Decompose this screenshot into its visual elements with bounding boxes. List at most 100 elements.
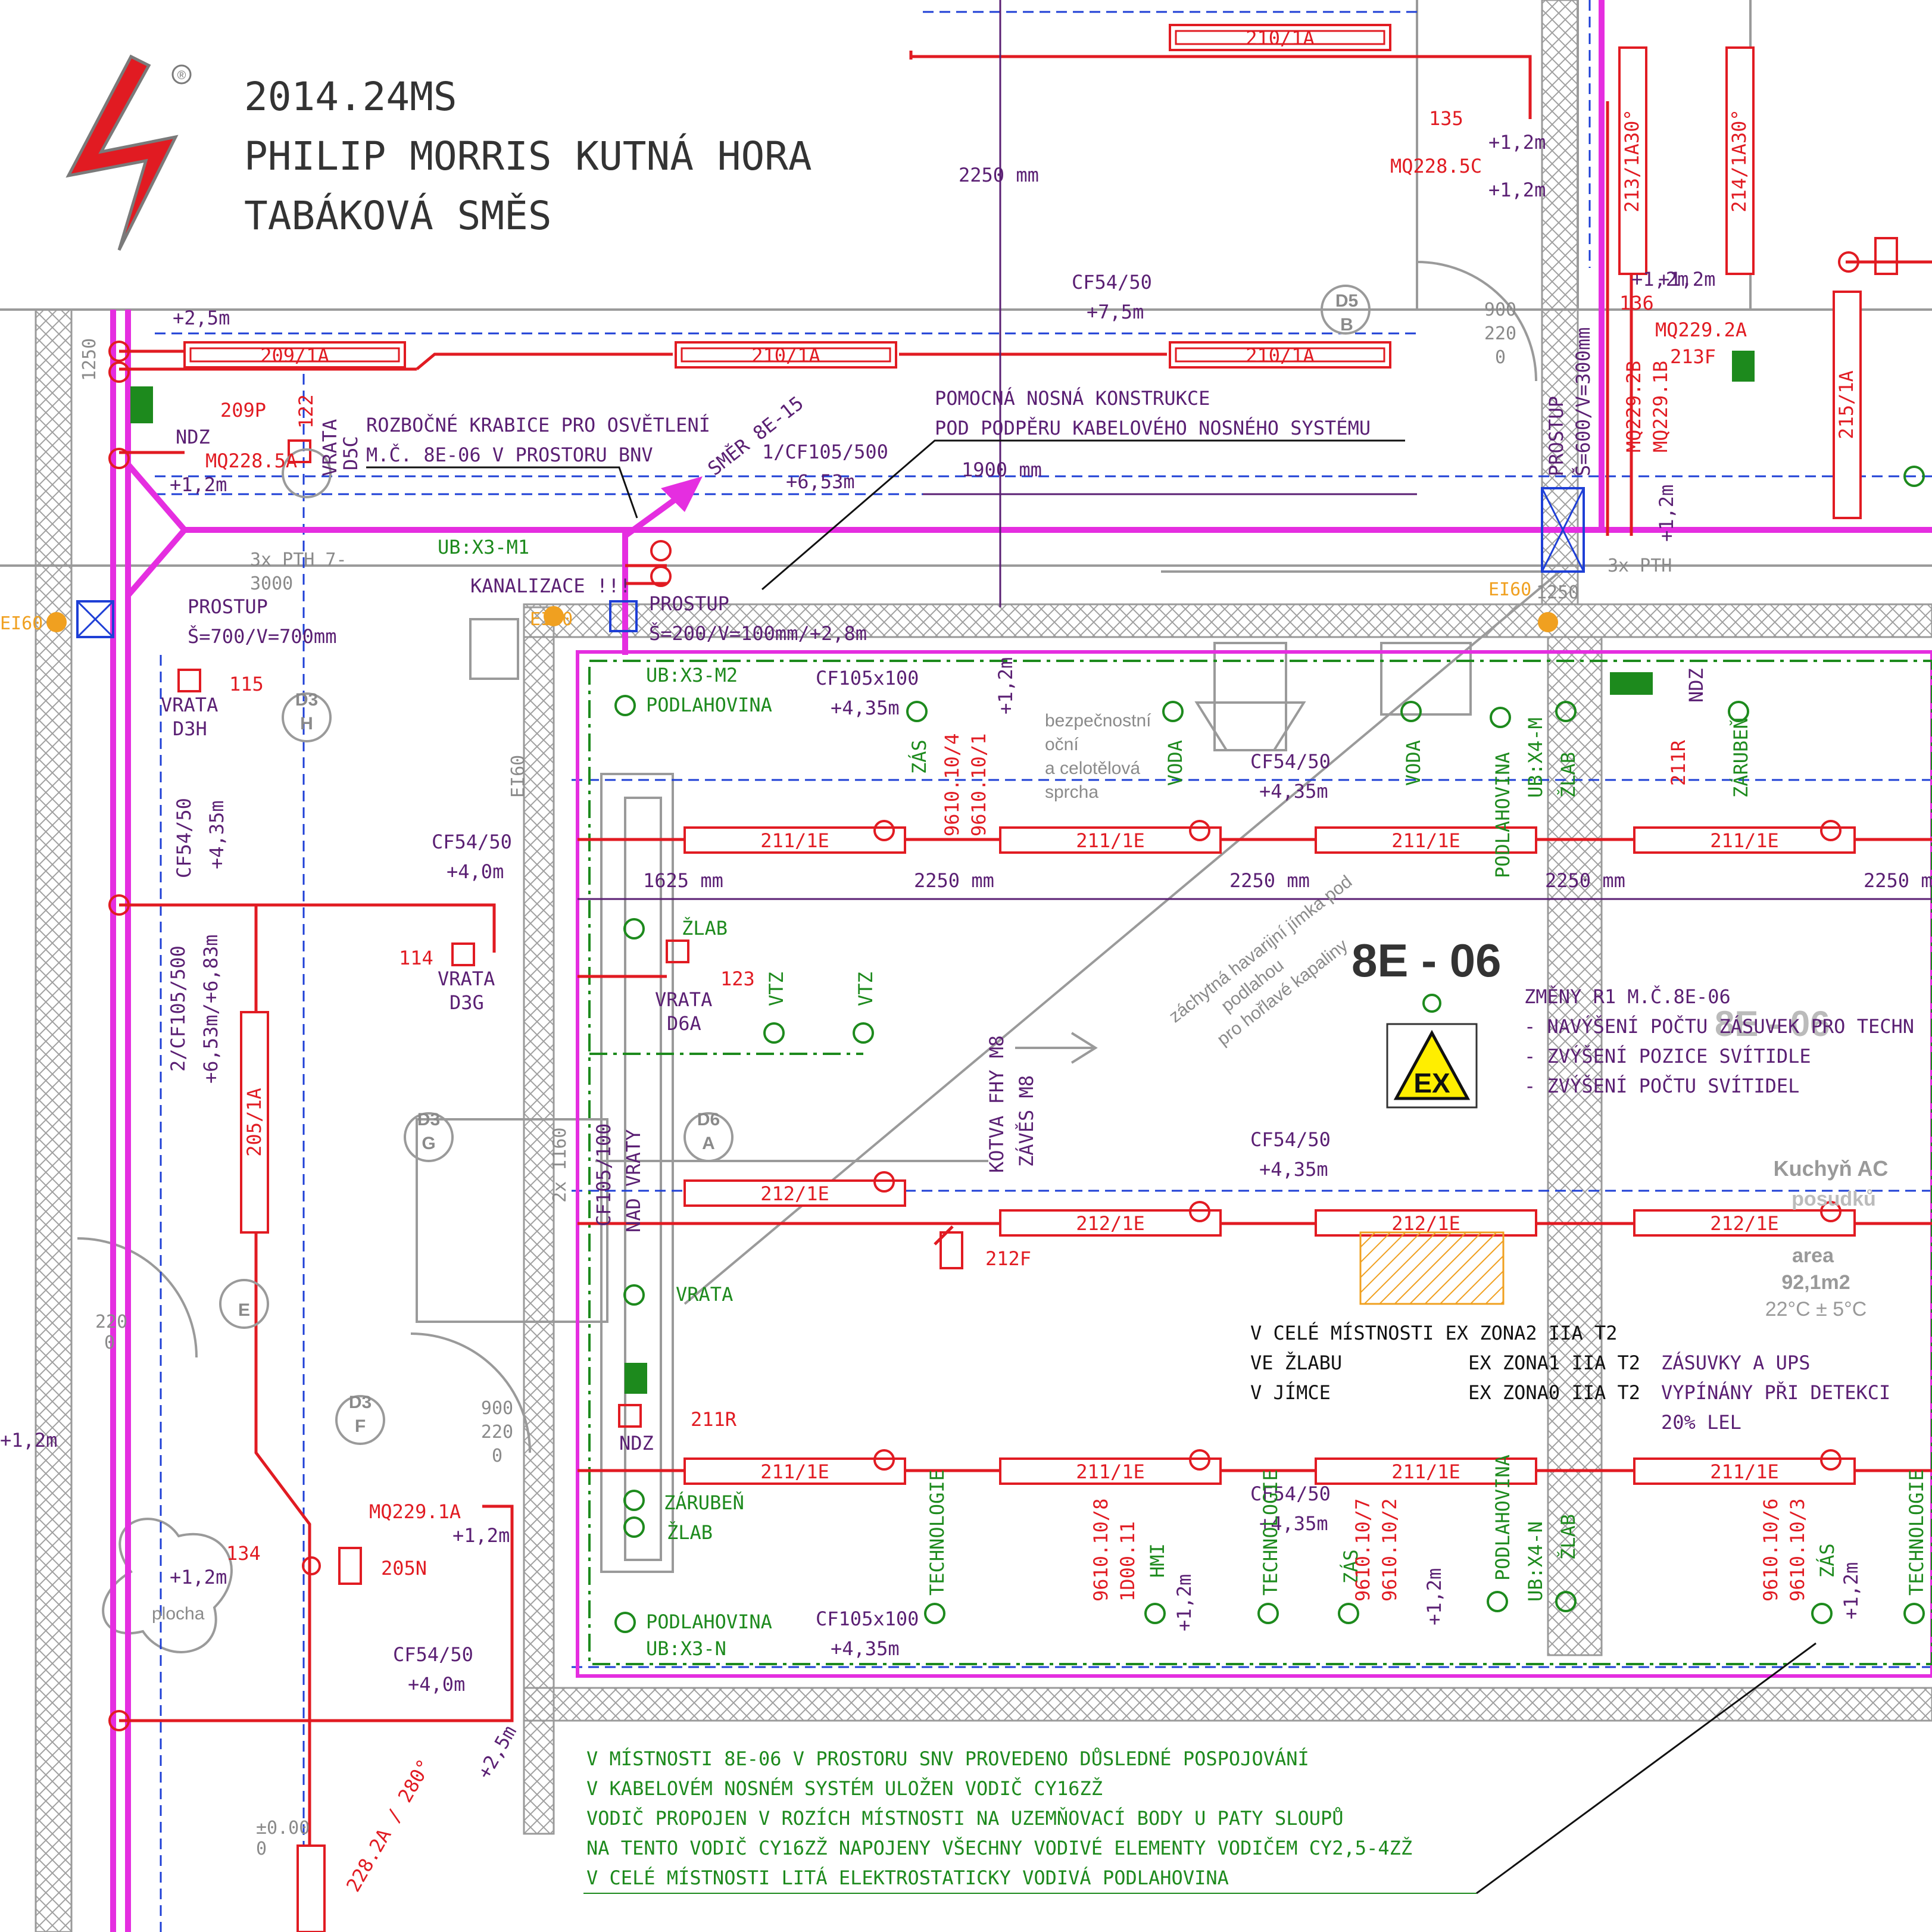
plan-label: 212F	[985, 1247, 1031, 1270]
luminaire-211-1e-r1a: 211/1E	[683, 826, 906, 854]
bonding-note-line: VODIČ PROPOJEN V ROZÍCH MÍSTNOSTI NA UZE…	[586, 1806, 1344, 1830]
plan-label: +4,35m	[831, 1637, 900, 1660]
changes-line: ZMĚNY R1 M.Č.8E-06	[1524, 985, 1731, 1008]
plan-label: 211/1E	[1710, 829, 1779, 852]
plan-label: EI60	[1488, 579, 1531, 600]
plan-label: A	[702, 1134, 715, 1153]
plan-label: VRATA	[676, 1283, 733, 1306]
plan-label: ZÁRUBEŇ	[1730, 717, 1752, 798]
luminaire-209-1a: 209/1A	[183, 341, 406, 369]
plan-label: 9610.10/1	[967, 734, 990, 837]
plan-label: ŽLAB	[667, 1521, 713, 1544]
plan-label: +1,2m	[1658, 268, 1715, 291]
luminaire-211-1e-r1c: 211/1E	[1315, 826, 1537, 854]
plan-label: +1,2m	[452, 1524, 510, 1547]
plan-label: VRATA	[161, 694, 218, 716]
plan-label: MQ229.1A	[369, 1500, 461, 1523]
socket-note-line: 20% LEL	[1661, 1411, 1741, 1434]
plan-label: D3	[295, 690, 318, 710]
plan-label: 1250	[1536, 582, 1579, 603]
plan-label: +2,5m	[173, 307, 230, 329]
plan-label: MQ229.2B	[1622, 361, 1645, 452]
plan-label: 0	[256, 1839, 267, 1859]
changes-line: - ZVÝŠENÍ POČTU SVÍTIDEL	[1524, 1074, 1799, 1097]
neighbor-room-sub: posudků	[1791, 1188, 1876, 1210]
plan-label: 122	[295, 394, 317, 429]
plan-label: 212/1E	[1391, 1212, 1460, 1235]
plan-label: VTZ	[765, 972, 788, 1006]
plan-label: HMI	[1146, 1543, 1169, 1578]
luminaire-210-1a-c: 210/1A	[1169, 24, 1391, 51]
plan-label: CF54/50	[432, 831, 512, 853]
plan-label: 3x PTH 7-	[250, 550, 347, 570]
plan-label: ZÁS	[1340, 1549, 1362, 1584]
plan-label: CF54/50	[173, 798, 195, 878]
plan-label: CF54/50	[1072, 271, 1152, 294]
changes-line: - NAVÝŠENÍ POČTU ZÁSUVEK PRO TECHN	[1524, 1015, 1914, 1038]
plan-label: TECHNOLOGIE	[1905, 1469, 1928, 1596]
plan-label: 211/1E	[1710, 1460, 1779, 1483]
aux-note-line: POMOCNÁ NOSNÁ KONSTRUKCE	[935, 387, 1210, 410]
plan-label: Š=200/V=100mm/+2,8m	[649, 622, 867, 645]
luminaire-210-1a-a: 210/1A	[675, 341, 897, 369]
plan-label: 205N	[381, 1557, 427, 1580]
plan-label: 220	[481, 1422, 513, 1443]
plan-label: 2250 mm	[914, 869, 994, 892]
plan-label: VODA	[1402, 740, 1425, 786]
luminaire-212-1e-a: 212/1E	[683, 1179, 906, 1207]
plan-label: D3G	[450, 991, 484, 1014]
plan-label: PODLAHOVINA	[646, 694, 772, 716]
plan-label: 205/1A	[243, 1088, 266, 1157]
earthing-lines	[588, 660, 1932, 1665]
luminaire-212-1e-d: 212/1E	[1633, 1209, 1856, 1237]
plan-label: TECHNOLOGIE	[1259, 1469, 1282, 1596]
plan-label: NDZ	[619, 1432, 654, 1455]
company-logo: ®	[65, 54, 192, 251]
plan-label: 212/1E	[760, 1182, 829, 1205]
neighbor-area: 92,1m2	[1781, 1271, 1850, 1294]
plan-label: 1/CF105/500	[762, 441, 888, 463]
plan-label: 1D00.11	[1116, 1521, 1139, 1602]
plan-label: EI60	[530, 609, 573, 630]
plan-label: ZÁRUBEŇ	[664, 1491, 744, 1514]
plan-label: 209P	[220, 399, 266, 422]
plan-label: 220	[1484, 323, 1516, 344]
plan-label: +1,2m	[0, 1429, 57, 1452]
plan-label: 3x PTH	[1608, 555, 1672, 576]
plan-label: 209/1A	[260, 344, 329, 367]
plan-label: D6A	[667, 1012, 701, 1035]
plan-label: 1900 mm	[962, 458, 1042, 481]
bonding-note-line: V CELÉ MÍSTNOSTI LITÁ ELEKTROSTATICKY VO…	[586, 1867, 1229, 1889]
plan-label: MQ229.1B	[1649, 361, 1672, 452]
plan-label: PODLAHOVINA	[1491, 1455, 1514, 1581]
plan-label: KOTVA FHY M8	[985, 1035, 1008, 1173]
plan-label: 9610.10/2	[1378, 1499, 1401, 1602]
plan-label: B	[1340, 315, 1353, 335]
plan-label: CF54/50	[393, 1643, 473, 1666]
plan-label: UB:X4-M	[1524, 717, 1547, 798]
plan-label: PROSTUP	[1545, 396, 1568, 476]
plan-label: 2x 1160	[550, 1128, 570, 1203]
luminaire-210-1a-b: 210/1A	[1169, 341, 1391, 369]
plan-label: 215/1A	[1835, 370, 1858, 439]
room-code: 8E - 06	[1352, 934, 1501, 987]
plan-label: NDZ	[176, 426, 210, 448]
plan-label: 2250 mm	[959, 164, 1039, 186]
plan-label: 136	[1619, 292, 1654, 314]
shower-note-line: bezpečnostní	[1045, 711, 1151, 731]
bonding-note-line: V MÍSTNOSTI 8E-06 V PROSTORU SNV PROVEDE…	[586, 1747, 1309, 1770]
device-symbols	[46, 237, 1925, 1731]
plan-label: 3000	[250, 573, 293, 594]
shower-note-line: sprcha	[1045, 782, 1098, 802]
plan-label: UB:X3-M1	[438, 536, 529, 558]
plan-label: UB:X3-M2	[646, 664, 738, 686]
plan-label: VTZ	[854, 972, 877, 1006]
plan-label: 211/1E	[1391, 829, 1460, 852]
plan-label: ±0.00	[256, 1818, 310, 1839]
plan-label: 220	[95, 1312, 127, 1332]
plan-label: D3H	[173, 717, 207, 740]
changes-line: - ZVÝŠENÍ POZICE SVÍTIDLE	[1524, 1044, 1811, 1068]
plan-label: D3	[417, 1110, 440, 1129]
plan-label: Š=700/V=700mm	[188, 625, 336, 648]
